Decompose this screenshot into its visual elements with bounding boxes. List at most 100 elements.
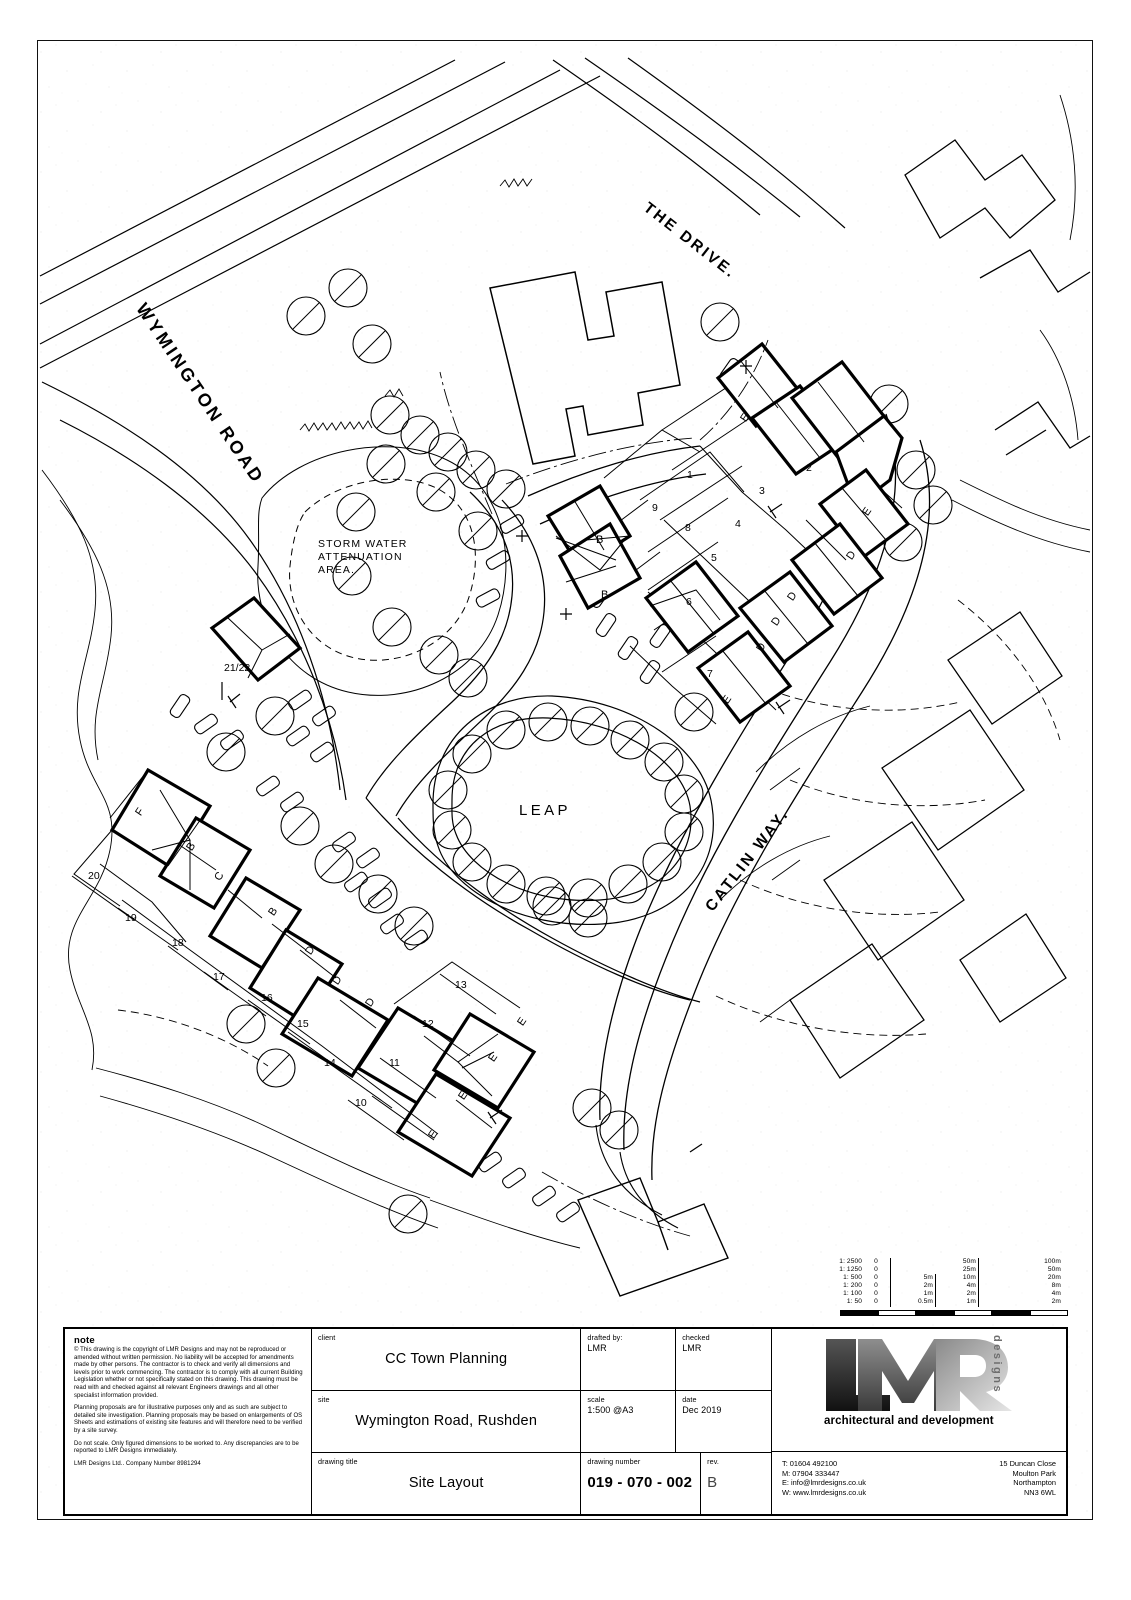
plot-number-17: 17 [213, 971, 225, 983]
plot-number-9: 9 [652, 502, 658, 514]
scale-mark-2: 4m [936, 1282, 979, 1291]
site-cell: site Wymington Road, Rushden [312, 1391, 582, 1452]
contact-mobile: M: 07904 333447 [782, 1468, 840, 1478]
scale-mark-1: 0.5m [891, 1298, 936, 1307]
plot-number-8: 8 [685, 522, 691, 534]
drawing-title-label: drawing title [318, 1457, 358, 1466]
plot-number-19: 19 [125, 912, 137, 924]
scale-zero: 0 [862, 1298, 891, 1307]
checked-label: checked [682, 1333, 710, 1342]
logo-panel: designs architectural and development T:… [772, 1329, 1066, 1514]
client-row: client CC Town Planning drafted by: LMR … [312, 1329, 771, 1391]
scale-mark-3: 50m [1047, 1266, 1061, 1274]
drawing-number-value: 019 - 070 - 002 [587, 1474, 693, 1491]
revision-label: rev. [707, 1457, 719, 1466]
scale-ratio: 1: 50 [846, 1298, 862, 1306]
plot-number-6: 6 [686, 596, 692, 608]
plot-number-1: 1 [687, 469, 693, 481]
plot-number-12: 12 [422, 1018, 434, 1030]
site-value: Wymington Road, Rushden [355, 1413, 538, 1429]
note-paragraph-2: Planning proposals are for illustrative … [74, 1405, 303, 1434]
drawing-number-cell: drawing number 019 - 070 - 002 [581, 1453, 702, 1514]
scale-ratio: 1: 2500 [839, 1258, 862, 1265]
drawing-frame [37, 40, 1093, 1520]
plot-number-18: 18 [172, 937, 184, 949]
storm-water-label-1: ATTENUATION [318, 551, 403, 563]
plot-number-4: 4 [735, 518, 741, 530]
drawing-number-label: drawing number [587, 1457, 641, 1466]
scale-mark-2: 1m [936, 1298, 979, 1307]
notes-heading: note [74, 1335, 95, 1346]
note-paragraph-3: Do not scale. Only figured dimensions to… [74, 1440, 299, 1455]
address-line-3: Northampton [1013, 1478, 1056, 1488]
drafted-by-label: drafted by: [587, 1333, 623, 1342]
storm-water-label-0: STORM WATER [318, 538, 408, 550]
plot-number-3: 3 [759, 485, 765, 497]
revision-cell: rev. B [701, 1453, 771, 1514]
scale-zero: 0 [862, 1266, 891, 1275]
scale-mark-3: 4m [1051, 1290, 1061, 1298]
storm-water-label-2: AREA. [318, 564, 356, 576]
date-value: Dec 2019 [682, 1405, 722, 1415]
house-type-b-12: B [601, 589, 609, 601]
scale-label: scale [587, 1395, 605, 1404]
plot-number-16: 16 [261, 992, 273, 1004]
scale-mark-3: 100m [1044, 1258, 1061, 1265]
date-cell: date Dec 2019 [676, 1391, 771, 1452]
drafted-by-value: LMR [587, 1343, 607, 1353]
address-line-2: Moulton Park [1012, 1468, 1056, 1478]
plot-number-20: 20 [88, 870, 100, 882]
scale-cell: scale 1:500 @A3 [581, 1391, 677, 1452]
scale-ratio: 1: 100 [843, 1290, 862, 1298]
site-row: site Wymington Road, Rushden scale 1:500… [312, 1391, 771, 1453]
scale-ratio: 1: 1250 [839, 1266, 862, 1274]
contact-email[interactable]: E: info@lmrdesigns.co.uk [782, 1478, 866, 1488]
drawing-title-cell: drawing title Site Layout [312, 1453, 582, 1514]
logo-area: designs architectural and development [772, 1329, 1066, 1452]
contact-website[interactable]: W: www.lmrdesigns.co.uk [782, 1487, 867, 1497]
leap-label: LEAP [519, 802, 571, 819]
scale-mark-2: 25m [936, 1266, 979, 1275]
title-block: note © This drawing is the copyright of … [63, 1327, 1068, 1516]
scale-mark-1: 2m [891, 1282, 936, 1291]
note-paragraph-1: © This drawing is the copyright of LMR D… [74, 1347, 303, 1399]
notes-panel: note © This drawing is the copyright of … [65, 1329, 312, 1514]
scale-ratio: 1: 500 [843, 1274, 862, 1282]
plot-number-10: 10 [355, 1097, 367, 1109]
scale-ratio: 1: 200 [843, 1282, 862, 1290]
client-label: client [318, 1333, 336, 1342]
client-value: CC Town Planning [385, 1351, 508, 1367]
drawing-row: drawing title Site Layout drawing number… [312, 1453, 771, 1514]
logo-designs-text: designs [991, 1335, 1003, 1395]
scale-zero: 0 [862, 1282, 891, 1291]
scale-mark-3: 2m [1051, 1298, 1061, 1306]
scale-value: 1:500 @A3 [587, 1405, 634, 1415]
plot-number-5: 5 [711, 552, 717, 564]
date-label: date [682, 1395, 697, 1404]
scale-mark-3: 8m [1051, 1282, 1061, 1290]
client-cell: client CC Town Planning [312, 1329, 582, 1390]
scale-bar-graphic [840, 1310, 1068, 1316]
address-postcode: NN3 6WL [1023, 1487, 1056, 1497]
contact-telephone: T: 01604 492100 [782, 1459, 838, 1468]
scale-zero: 0 [862, 1290, 891, 1299]
plot-number-2: 2 [806, 462, 812, 474]
plot-number-21-22: 21/22 [224, 662, 251, 674]
address-line-1: 15 Duncan Close [999, 1459, 1056, 1468]
drafted-by-cell: drafted by: LMR [581, 1329, 677, 1390]
scale-zero: 0 [862, 1258, 891, 1267]
site-label: site [318, 1395, 330, 1404]
plot-number-13: 13 [455, 979, 467, 991]
note-company-number: LMR Designs Ltd.. Company Number 8981294 [74, 1460, 201, 1467]
house-type-b-11: B [596, 534, 604, 546]
scale-mark-2: 10m [936, 1274, 979, 1283]
scale-mark-1: 1m [891, 1290, 936, 1299]
